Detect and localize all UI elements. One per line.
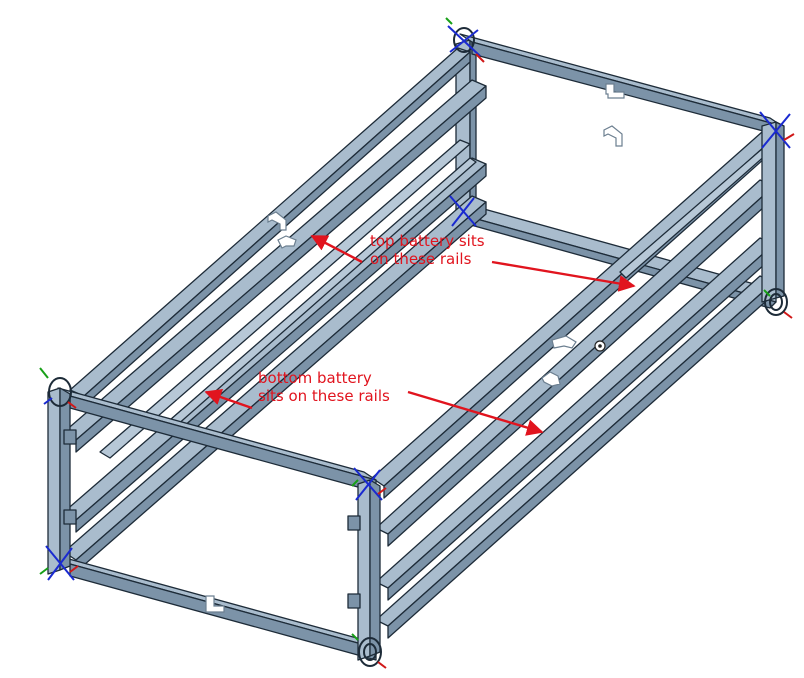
part-origin-marker-icon[interactable] [445,17,485,63]
annotation-line: on these rails [370,250,472,268]
mate-connector-icon[interactable] [603,125,623,147]
arrow-bottom-right [407,390,544,436]
rail-end [347,593,361,609]
post[interactable] [357,479,371,661]
rail[interactable] [459,33,783,127]
rail[interactable] [75,85,487,453]
mate-connector-icon[interactable] [551,335,577,349]
top-battery-annotation: top battery sits on these rails [370,232,485,268]
post[interactable] [775,121,785,299]
arrow-top-left [310,234,363,264]
part-origin-marker-icon[interactable] [39,367,77,409]
arrow-top-right [491,260,636,292]
rail[interactable] [75,163,487,533]
part-origin-marker-icon[interactable] [763,288,793,319]
annotation-line: top battery sits [370,232,485,250]
post[interactable] [369,479,381,657]
post[interactable] [761,121,777,303]
mate-connectors [205,83,625,613]
part-origin-marker-icon[interactable] [759,111,795,149]
rail[interactable] [375,237,775,589]
part-origin-marker-icon[interactable] [39,545,79,581]
part-origin-marker-icon[interactable] [351,633,387,669]
rail[interactable] [99,139,471,459]
annotation-line: sits on these rails [258,387,390,405]
post[interactable] [47,387,61,575]
part-origin-marker-icon[interactable] [449,195,477,227]
mate-connector-icon[interactable] [267,211,287,231]
mate-connector-icon[interactable] [605,83,625,99]
rail-end [63,429,77,445]
origin-markers [39,17,795,669]
right-rails [371,131,777,639]
rail[interactable] [57,555,377,649]
arrow-bottom-left [204,389,253,410]
right-back-post [761,121,785,303]
center-point-icon[interactable] [594,340,606,352]
rail-end [63,509,77,525]
rail-end [347,515,361,531]
part-origin-marker-icon[interactable] [351,467,387,501]
rail[interactable] [387,281,775,639]
annotation-line: bottom battery [258,369,372,387]
top-back-crossbar [459,33,783,137]
mate-connector-icon[interactable] [541,371,561,387]
annotation-arrows [204,234,636,436]
post[interactable] [59,387,71,571]
mate-connector-icon[interactable] [205,595,225,613]
mate-connector-icon[interactable] [277,235,297,249]
rail[interactable] [471,41,783,137]
bottom-battery-annotation: bottom battery sits on these rails [258,369,390,405]
